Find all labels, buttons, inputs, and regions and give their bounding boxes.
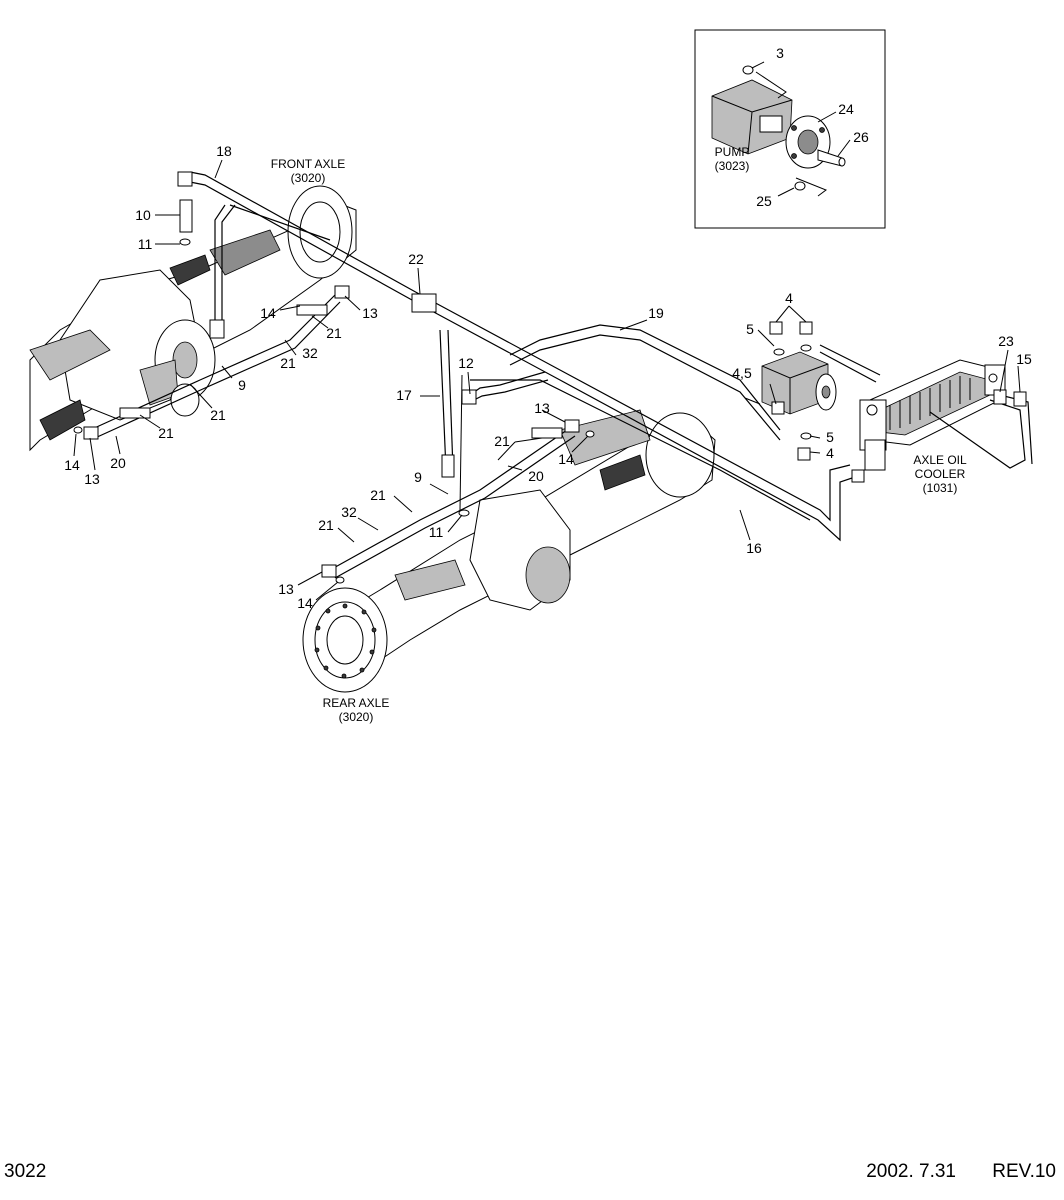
callout-4-top: 4 (785, 290, 793, 306)
shaft-26 (817, 149, 843, 167)
callout-24: 24 (838, 101, 854, 117)
axle-oil-cooler-caption: AXLE OIL (913, 453, 967, 467)
callout-11-rear: 11 (429, 524, 444, 540)
rear-hub (302, 587, 388, 693)
pipe-18 (189, 171, 851, 522)
inset-frame (694, 29, 886, 229)
callout-14-rear-top: 14 (558, 451, 574, 467)
callout-13-rear-top: 13 (534, 400, 550, 416)
callout-5-top: 5 (746, 321, 754, 337)
pipe-23-15 (929, 399, 1026, 469)
callout-14-rear-bottom: 14 (297, 595, 313, 611)
callout-21-front-b: 21 (280, 355, 296, 371)
revision-number: REV.10 (992, 1161, 1056, 1182)
pump-drawing (761, 351, 837, 415)
callout-13-rear-bottom: 13 (278, 581, 294, 597)
filter-10 (179, 199, 193, 233)
pump-code: (3023) (715, 159, 750, 173)
rear-axle-code: (3020) (339, 710, 374, 724)
pipe-19 (509, 324, 781, 431)
front-tube-32 (89, 294, 336, 431)
callout-16: 16 (746, 540, 762, 556)
captions: FRONT AXLE (3020) REAR AXLE (3020) PUMP … (271, 145, 967, 724)
axle-oil-cooler-code: (1031) (923, 481, 958, 495)
callout-14-front-top: 14 (260, 305, 276, 321)
callout-9-rear: 9 (414, 469, 422, 485)
callout-11-front: 11 (138, 236, 153, 252)
callout-21-front-d: 21 (158, 425, 174, 441)
callout-12: 12 (458, 355, 474, 371)
callout-13-front-top: 13 (362, 305, 378, 321)
o-ring-11 (179, 238, 191, 246)
callout-4-bottom: 4 (826, 445, 834, 461)
callout-32-rear: 32 (341, 504, 357, 520)
pump-caption: PUMP (715, 145, 750, 159)
callout-32-front: 32 (302, 345, 318, 361)
callout-13-front-bottom: 13 (84, 471, 100, 487)
callout-25: 25 (756, 193, 772, 209)
callout-numbers: 3 24 26 25 18 10 11 22 14 13 21 21 32 9 … (64, 45, 1032, 611)
callout-21-front-c: 21 (210, 407, 226, 423)
callout-10: 10 (135, 207, 151, 223)
bolt-25 (794, 181, 806, 191)
callout-17: 17 (396, 387, 412, 403)
rear-axle-caption: REAR AXLE (323, 696, 390, 710)
callout-21-front-a: 21 (326, 325, 342, 341)
callout-22: 22 (408, 251, 424, 267)
pump-inset (694, 29, 886, 229)
callout-26: 26 (853, 129, 869, 145)
callout-5-bottom: 5 (826, 429, 834, 445)
revision-date: 2002. 7.31 (866, 1161, 956, 1182)
callout-19: 19 (648, 305, 664, 321)
rear-axle-drawing (302, 409, 716, 693)
front-axle-drawing (29, 185, 357, 452)
callout-21-rear-a: 21 (494, 433, 510, 449)
callout-20-front: 20 (110, 455, 126, 471)
callout-21-rear-c: 21 (318, 517, 334, 533)
pipe-17 (439, 329, 447, 471)
axle-oil-cooler-drawing (859, 359, 1006, 471)
axle-oil-cooler-caption-2: COOLER (915, 467, 966, 481)
callout-15: 15 (1016, 351, 1032, 367)
fittings (73, 171, 1027, 584)
front-axle-caption: FRONT AXLE (271, 157, 345, 171)
front-axle-code: (3020) (291, 171, 326, 185)
callout-20-rear: 20 (528, 468, 544, 484)
callout-18: 18 (216, 143, 232, 159)
page-code: 3022 (4, 1161, 46, 1182)
footer: 3022 2002. 7.31 REV.10 (4, 1161, 1056, 1182)
callout-21-rear-b: 21 (370, 487, 386, 503)
callout-23: 23 (998, 333, 1014, 349)
bolt-3 (742, 65, 754, 75)
hydraulic-lines (89, 171, 1033, 579)
clamp-22 (411, 293, 437, 313)
callout-4-5: 4,5 (732, 365, 752, 381)
rear-tube-32 (329, 427, 571, 571)
leader-lines (73, 159, 1021, 601)
front-hub (287, 185, 353, 279)
callout-3: 3 (776, 45, 784, 61)
callout-9-front: 9 (238, 377, 246, 393)
callout-14-front-bottom: 14 (64, 457, 80, 473)
